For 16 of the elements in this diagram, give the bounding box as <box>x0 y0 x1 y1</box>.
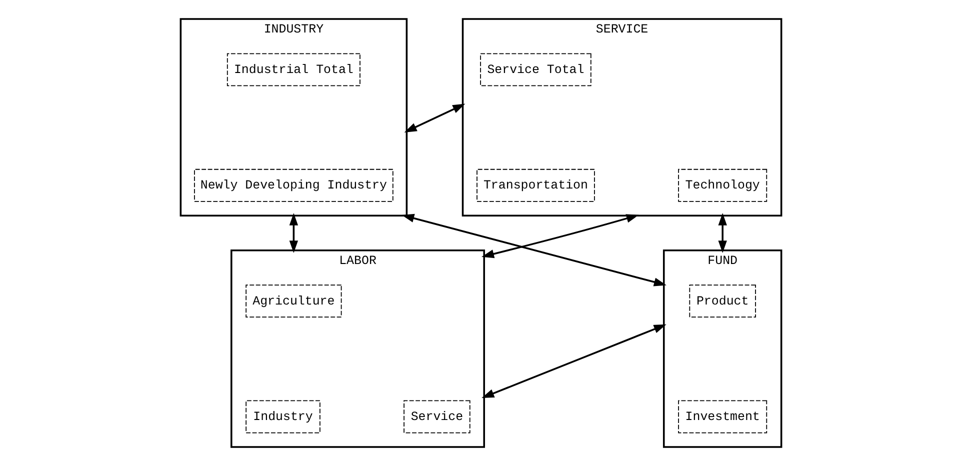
node-box: Newly Developing Industry <box>194 168 394 202</box>
arrow <box>404 104 466 132</box>
node-box: Industry <box>246 400 320 434</box>
arrow <box>402 214 666 286</box>
node-box: Service <box>404 400 470 434</box>
node-box: Transportation <box>476 168 595 202</box>
arrow <box>482 214 639 258</box>
arrow <box>718 212 727 254</box>
node-box: Agriculture <box>246 284 342 318</box>
arrow <box>482 324 666 398</box>
arrow <box>289 212 298 254</box>
node-box: Industrial Total <box>226 53 360 86</box>
node-box: Service Total <box>480 53 592 86</box>
node-box: Technology <box>678 168 768 202</box>
node-box: Investment <box>678 400 768 434</box>
node-box: Product <box>689 284 756 318</box>
